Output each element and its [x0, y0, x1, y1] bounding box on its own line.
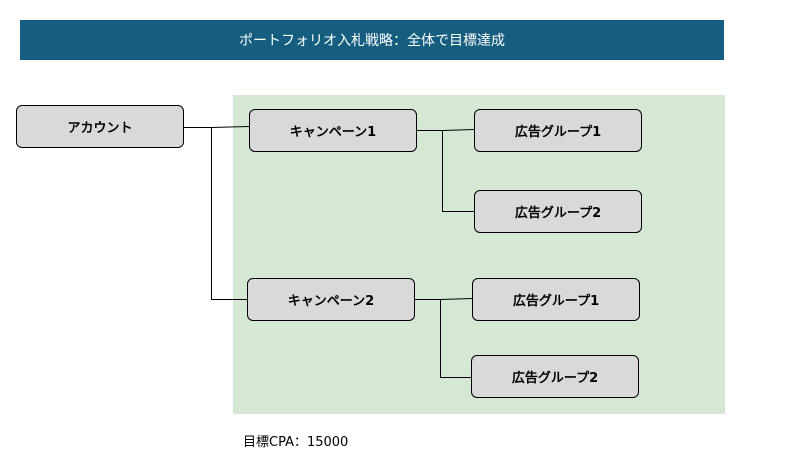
- connector-campaign2-adgroup1: [440, 298, 473, 300]
- campaign-1-adgroup-1-node: 広告グループ1: [474, 109, 642, 152]
- campaign-1-node: キャンペーン1: [249, 109, 417, 152]
- campaign-2-adgroup-2-node: 広告グループ2: [471, 355, 639, 398]
- campaign-1-adgroup-2-node: 広告グループ2: [474, 190, 642, 233]
- account-node: アカウント: [16, 105, 184, 148]
- diagram-title: ポートフォリオ入札戦略：全体で目標達成: [20, 20, 724, 60]
- target-cpa-note: 目標CPA：15000: [243, 435, 349, 450]
- campaign-2-adgroup-1-node: 広告グループ1: [472, 278, 640, 321]
- campaign-2-node: キャンペーン2: [247, 278, 415, 321]
- connector-campaign1-adgroup1: [442, 129, 475, 131]
- connector-account-campaign1: [210, 126, 250, 128]
